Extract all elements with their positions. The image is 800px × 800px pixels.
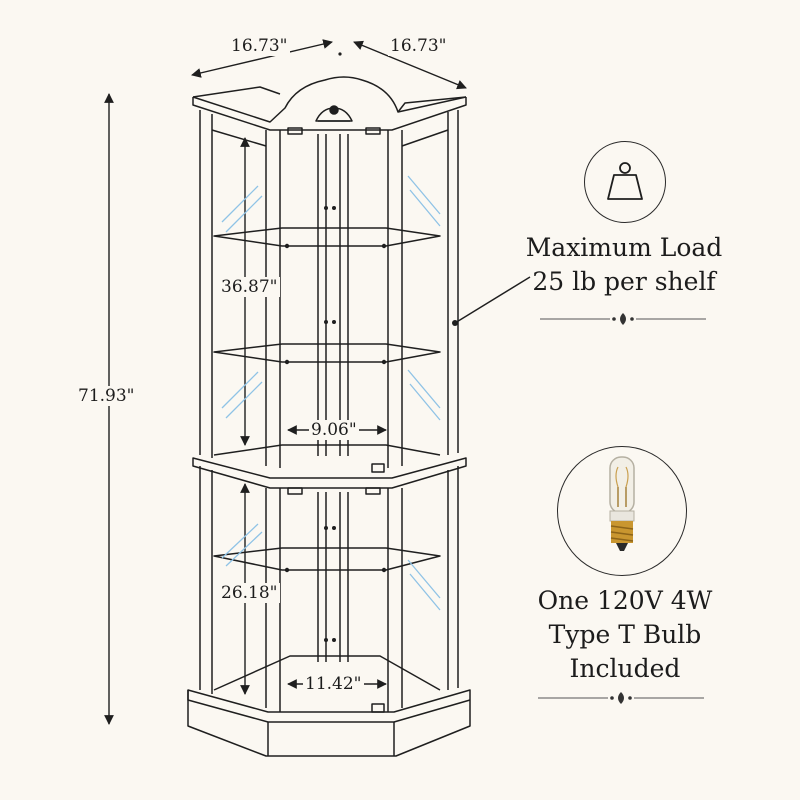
bulb-icon bbox=[557, 446, 687, 576]
cabinet-outline bbox=[187, 76, 471, 757]
divider-ornament bbox=[610, 313, 634, 704]
feature-dividers bbox=[538, 318, 706, 699]
bulb-line-3: Included bbox=[569, 654, 681, 683]
dim-lower-inner-width: 11.42" bbox=[303, 674, 364, 694]
weight-icon bbox=[584, 141, 666, 223]
dim-lower-height: 26.18" bbox=[219, 583, 280, 603]
dim-upper-inner-width: 9.06" bbox=[309, 420, 359, 440]
load-line-2: 25 lb per shelf bbox=[532, 267, 716, 296]
dim-width-right: 16.73" bbox=[388, 36, 449, 56]
bulb-line-1: One 120V 4W bbox=[537, 586, 713, 615]
bulb-line-2: Type T Bulb bbox=[548, 620, 702, 649]
load-leader-line bbox=[454, 276, 531, 324]
shelf-pegs bbox=[284, 206, 387, 642]
dimension-lines bbox=[104, 39, 467, 725]
load-feature-text: Maximum Load 25 lb per shelf bbox=[524, 231, 724, 299]
dim-total-height: 71.93" bbox=[76, 386, 137, 406]
glass-reflections bbox=[221, 175, 441, 611]
dim-width-left: 16.73" bbox=[229, 36, 290, 56]
dim-upper-height: 36.87" bbox=[219, 277, 280, 297]
bulb-feature-text: One 120V 4W Type T Bulb Included bbox=[520, 584, 730, 686]
load-line-1: Maximum Load bbox=[525, 233, 723, 262]
